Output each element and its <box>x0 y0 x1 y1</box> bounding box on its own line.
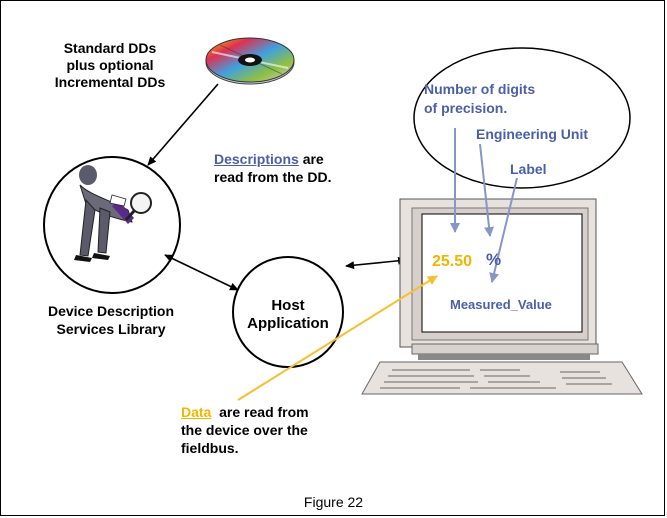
data-keyword: Data <box>181 404 212 420</box>
inspector-icon <box>74 165 152 262</box>
descriptions-keyword: Descriptions <box>214 151 299 167</box>
data-note: Data are read from the device over the f… <box>181 403 309 457</box>
host-line2: Application <box>247 315 329 332</box>
figure-caption: Figure 22 <box>303 494 364 510</box>
display-unit: % <box>486 250 502 269</box>
cd-disk-icon <box>205 37 295 85</box>
dd-sources-line1: Standard DDs <box>63 40 157 56</box>
descriptions-rest: are <box>298 151 324 167</box>
data-line3: fieldbus. <box>181 440 239 456</box>
engineering-unit-label: Engineering Unit <box>476 126 588 142</box>
library-line1: Device Description <box>47 303 175 319</box>
library-line2: Services Library <box>56 321 166 337</box>
data-arrow <box>237 275 438 401</box>
descriptions-line2: read from the DD. <box>214 169 332 185</box>
host-line1: Host <box>271 297 305 314</box>
descriptions-note: Descriptions are read from the DD. <box>214 150 331 186</box>
dd-sources-label: Standard DDs plus optional Incremental D… <box>36 40 184 91</box>
unit-arrow <box>479 143 494 237</box>
host-label: Host Application <box>238 297 338 333</box>
display-label: Measured_Value <box>450 297 552 312</box>
data-line2: the device over the <box>181 422 308 438</box>
library-circle <box>43 156 181 294</box>
library-label: Device Description Services Library <box>22 302 200 338</box>
data-rest: are read from <box>211 404 309 420</box>
display-value: 25.50 <box>432 253 473 270</box>
dd-to-library-arrow <box>147 83 219 166</box>
label-callout: Label <box>510 161 547 177</box>
callout-ellipse <box>413 47 631 189</box>
dd-sources-line2: plus optional <box>66 57 154 73</box>
host-circle <box>232 256 344 368</box>
precision-line1: Number of digits <box>424 81 536 97</box>
host-monitor-arrow <box>345 256 407 270</box>
label-arrow <box>489 177 518 283</box>
library-host-arrow <box>164 254 239 291</box>
dd-sources-line3: Incremental DDs <box>54 74 166 90</box>
precision-line2: of precision. <box>424 100 508 116</box>
precision-label: Number of digits of precision. <box>424 80 535 118</box>
